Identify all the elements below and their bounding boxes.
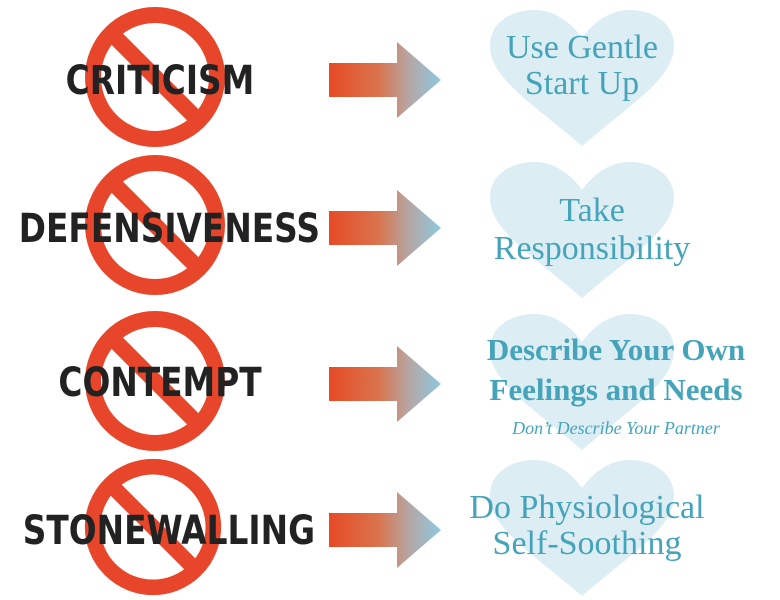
positive-text: Describe Your Own Feelings and Needs Don… (452, 330, 780, 448)
heart-icon (490, 314, 674, 450)
positive-subtitle: Don’t Describe Your Partner (512, 418, 720, 438)
heart-icon (490, 162, 674, 298)
arrow-icon (329, 42, 441, 118)
heart-icon (490, 460, 674, 596)
positive-text: Do Physiological Self-Soothing (452, 490, 722, 562)
positive-line-1: Describe Your Own (486, 332, 746, 367)
prohibition-icon (85, 155, 225, 295)
positive-line-2: Start Up (524, 65, 640, 102)
prohibition-icon (85, 311, 225, 451)
positive-text: Take Responsibility (462, 192, 722, 268)
arrow-icon (329, 190, 441, 266)
arrow-icon (329, 346, 441, 422)
positive-line-1: Use Gentle (505, 29, 658, 66)
negative-label: DEFENSIVENESS (18, 206, 320, 252)
positive-line-2: Feelings and Needs (489, 372, 743, 407)
positive-line-1: Take (559, 192, 625, 229)
prohibition-icon (85, 7, 225, 147)
positive-line-2: Responsibility (493, 230, 691, 267)
heart-icon (490, 10, 674, 146)
positive-text: Use Gentle Start Up (452, 30, 712, 102)
negative-label: STONEWALLING (22, 508, 316, 554)
negative-label: CONTEMPT (58, 360, 262, 406)
positive-line-1: Do Physiological (469, 489, 705, 526)
row-stonewalling: STONEWALLING Do Physiological Self-Sooth… (0, 450, 780, 598)
arrow-icon (329, 492, 441, 568)
negative-label: CRITICISM (65, 58, 255, 104)
row-criticism: CRITICISM Use Gentle Start Up (0, 0, 780, 150)
prohibition-icon (84, 458, 222, 596)
row-contempt: CONTEMPT Describe Your Own Feelings and … (0, 300, 780, 451)
positive-line-2: Self-Soothing (492, 525, 682, 562)
row-defensiveness: DEFENSIVENESS Take Responsibility (0, 150, 780, 300)
